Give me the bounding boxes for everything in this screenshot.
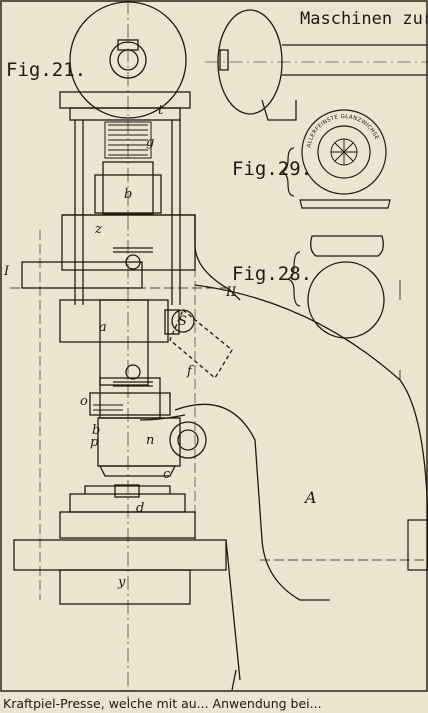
fig28-label: Fig.28. [232,263,312,285]
caption-text: Kraftpiel-Presse, welche mit au... Anwen… [3,696,322,711]
part-label-g: g [146,135,154,150]
stamp-side-profile [299,199,391,209]
stamp-disc [301,109,387,195]
spring [104,121,152,159]
part-label-y: y [117,575,126,590]
part-label-a: a [99,320,107,335]
part-label-z: z [94,222,102,237]
part-label-t: t [158,103,164,118]
section-label-II: II [225,285,237,300]
fig29-drawing [205,9,428,121]
part-label-p: p [90,435,99,450]
slide [59,299,169,343]
part-label-o: o [80,394,88,409]
part-label-d: d [136,501,144,516]
fig21-label: Fig.21. [6,59,86,81]
fig29-label: Fig.29. [232,158,312,180]
press-drawing [10,0,428,700]
part-label-f: f [186,364,194,379]
part-label-n: n [146,433,154,448]
section-label-I: I [3,264,10,279]
part-label-b-upper: b [124,187,132,202]
part-label-s: S [178,314,187,329]
part-label-A: A [303,488,317,507]
header-title: Maschinen zur [300,9,428,29]
part-label-c: c [163,467,171,482]
part-label-b-lower: b [92,423,100,438]
fig28-drawing [307,235,401,380]
